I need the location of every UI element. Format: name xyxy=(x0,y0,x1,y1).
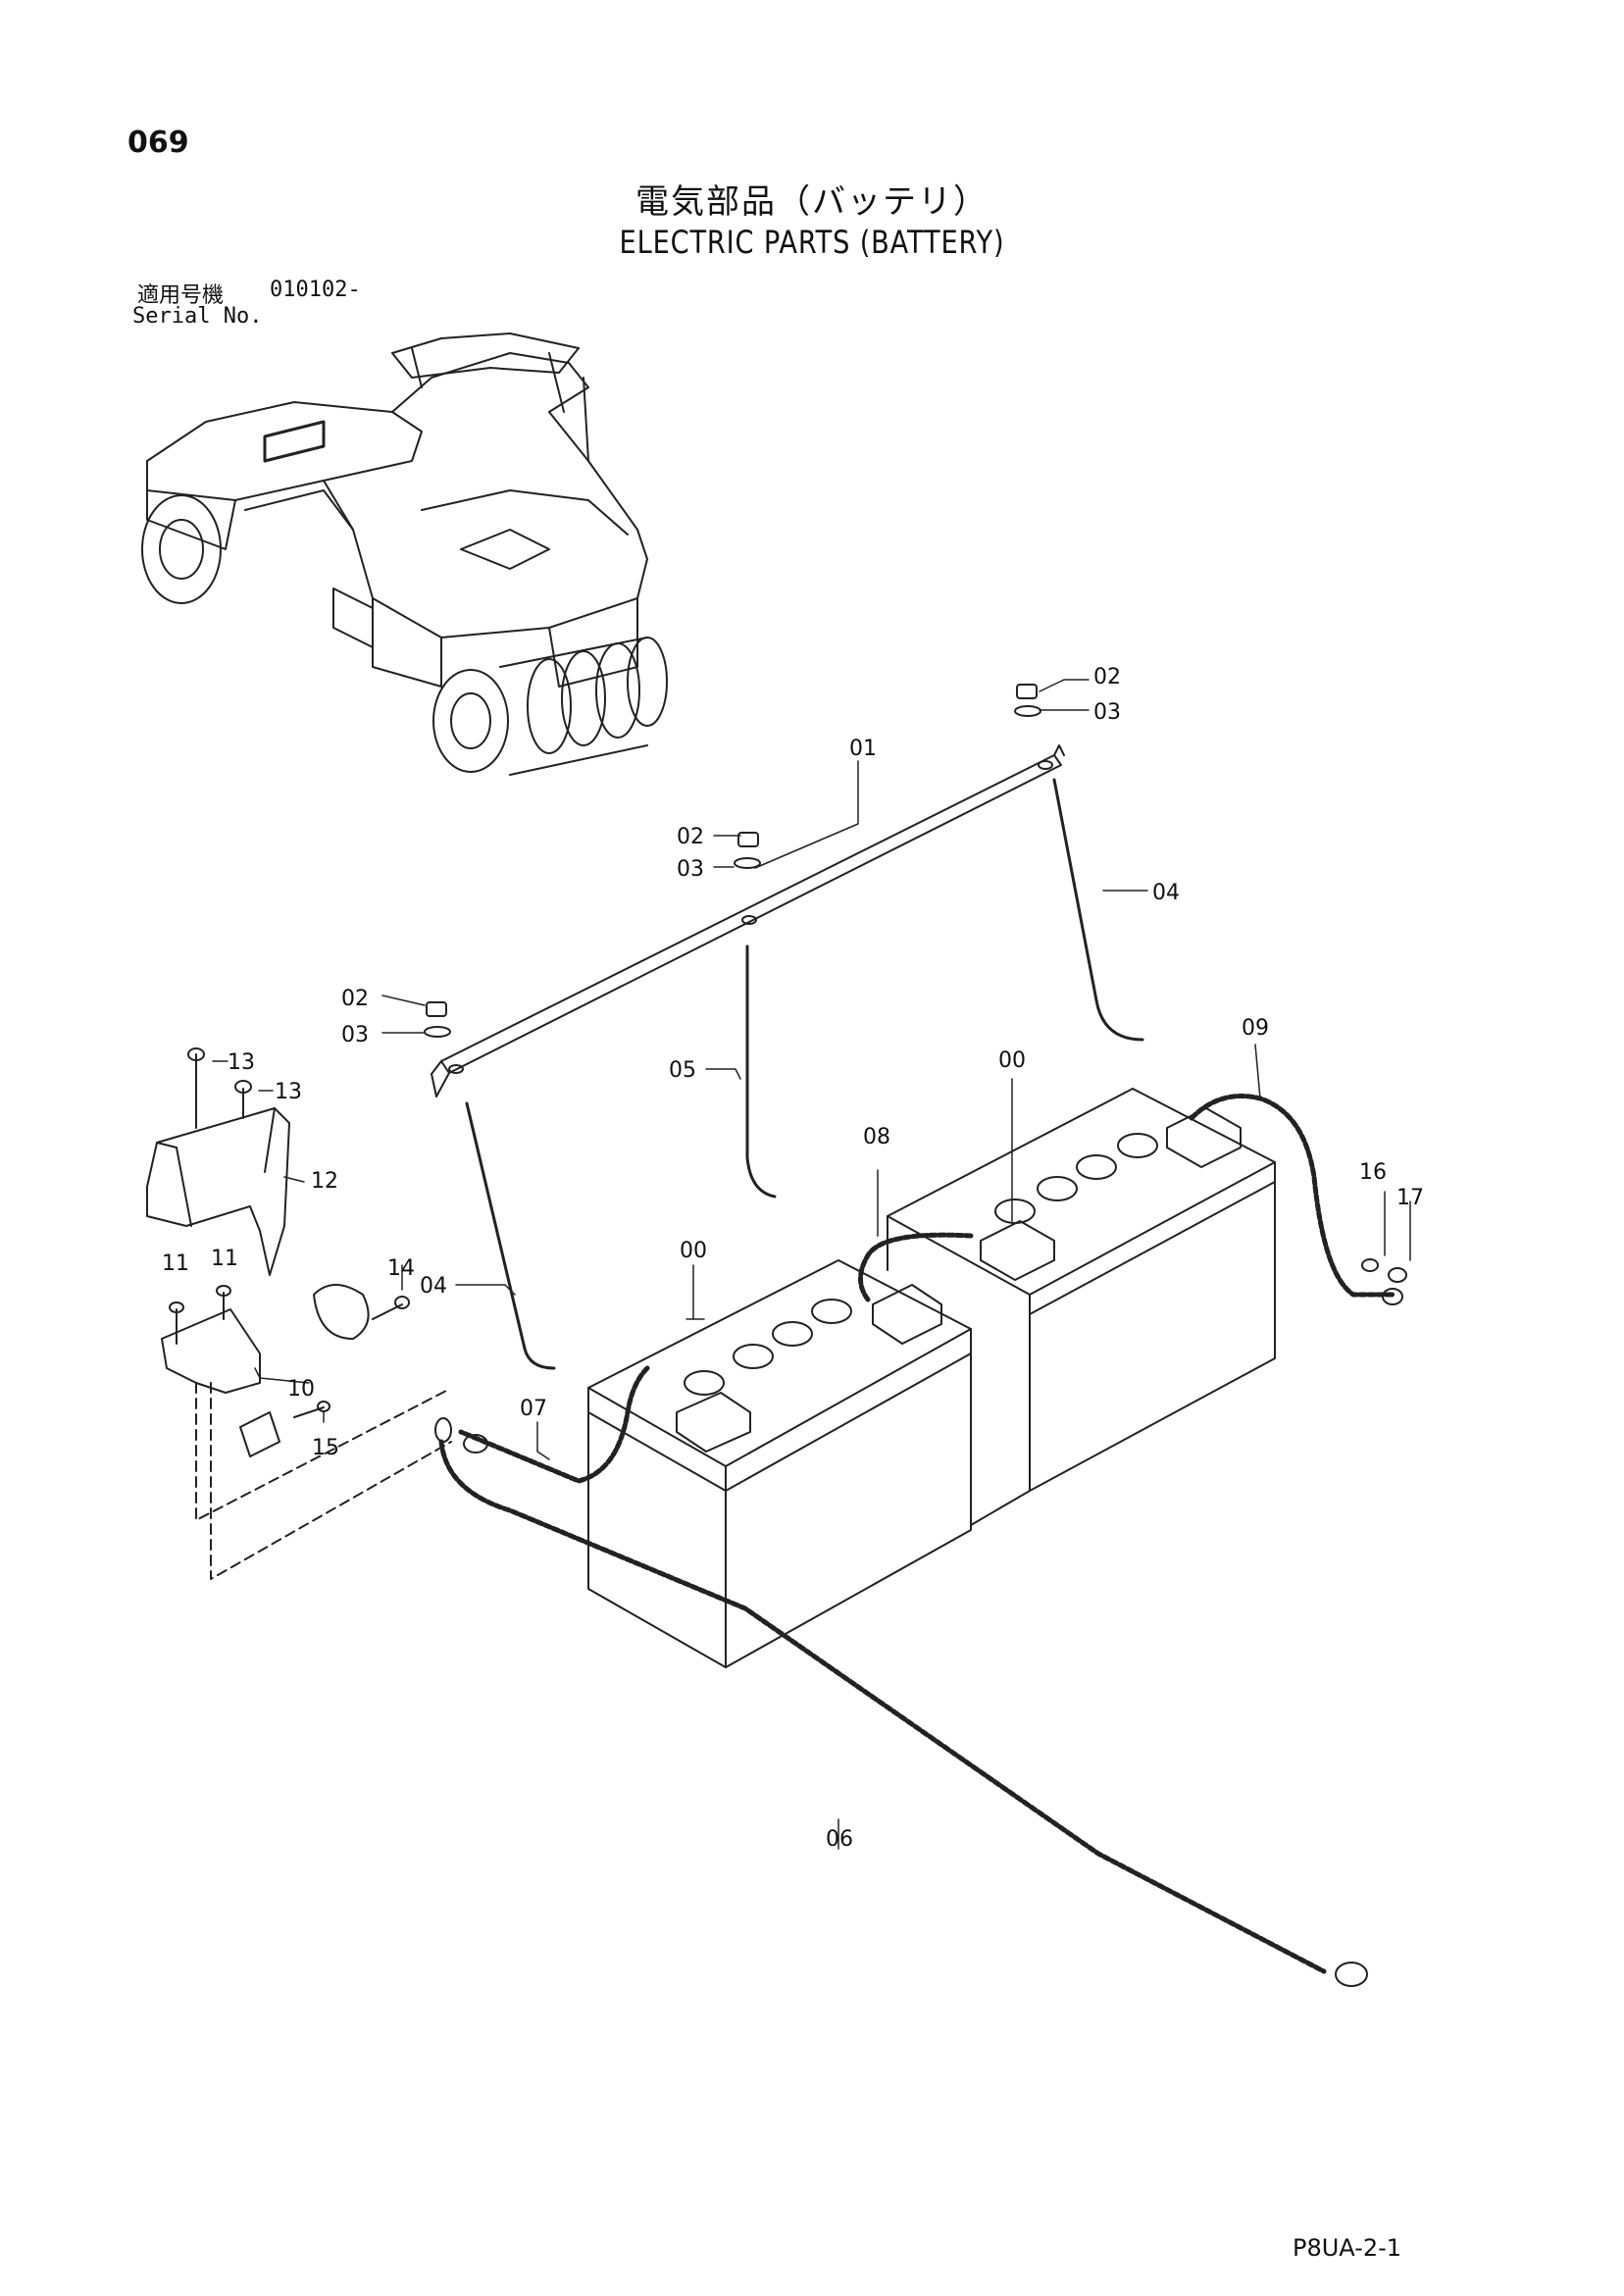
callout-12: 12 xyxy=(311,1169,338,1194)
callout-03: 03 xyxy=(677,857,704,882)
callout-03: 03 xyxy=(1093,700,1121,725)
callout-01: 01 xyxy=(849,737,877,761)
callout-11: 11 xyxy=(211,1247,238,1271)
callout-02: 02 xyxy=(1093,665,1121,689)
battery-holder-bar xyxy=(431,744,1065,1097)
callout-06: 06 xyxy=(826,1827,853,1852)
callout-09: 09 xyxy=(1242,1016,1269,1041)
serial-label-english: Serial No. xyxy=(132,304,263,329)
callout-13: 13 xyxy=(275,1080,302,1104)
callout-03: 03 xyxy=(341,1023,369,1047)
serial-number: 010102- xyxy=(270,278,361,302)
callout-13: 13 xyxy=(228,1050,255,1075)
callout-02: 02 xyxy=(341,987,369,1011)
callout-00: 00 xyxy=(680,1239,707,1263)
page-title-japanese: 電気部品（バッテリ） xyxy=(635,182,989,222)
page-number: 069 xyxy=(127,126,189,160)
holder-rods xyxy=(465,778,1144,1370)
callout-05: 05 xyxy=(669,1058,696,1083)
callout-07: 07 xyxy=(520,1397,547,1421)
callout-08: 08 xyxy=(863,1125,890,1149)
callout-16: 16 xyxy=(1359,1160,1387,1185)
callout-04: 04 xyxy=(420,1274,447,1299)
callout-04: 04 xyxy=(1152,881,1180,905)
callout-02: 02 xyxy=(677,825,704,849)
callout-17: 17 xyxy=(1396,1186,1424,1210)
callout-leader-lines xyxy=(212,679,1411,1850)
machine-overview-illustration xyxy=(141,332,668,776)
serial-label-japanese: 適用号機 xyxy=(137,283,225,308)
callout-11: 11 xyxy=(162,1251,189,1276)
battery-cables xyxy=(438,1094,1396,1974)
page-title-english: ELECTRIC PARTS (BATTERY) xyxy=(619,224,1005,261)
cable-terminals xyxy=(434,1258,1407,1987)
rear-battery xyxy=(887,1088,1276,1526)
drawing-code: P8UA-2-1 xyxy=(1293,2234,1402,2262)
callout-labels: 01 02 03 02 03 02 03 04 05 04 00 09 08 0… xyxy=(162,665,1424,1852)
callout-15: 15 xyxy=(312,1436,339,1460)
cover-bracket-group xyxy=(146,1047,452,1580)
callout-00: 00 xyxy=(998,1048,1026,1073)
callout-14: 14 xyxy=(387,1256,415,1281)
nut-washer-set xyxy=(424,684,1041,1038)
callout-10: 10 xyxy=(287,1377,315,1402)
front-battery xyxy=(587,1259,972,1668)
